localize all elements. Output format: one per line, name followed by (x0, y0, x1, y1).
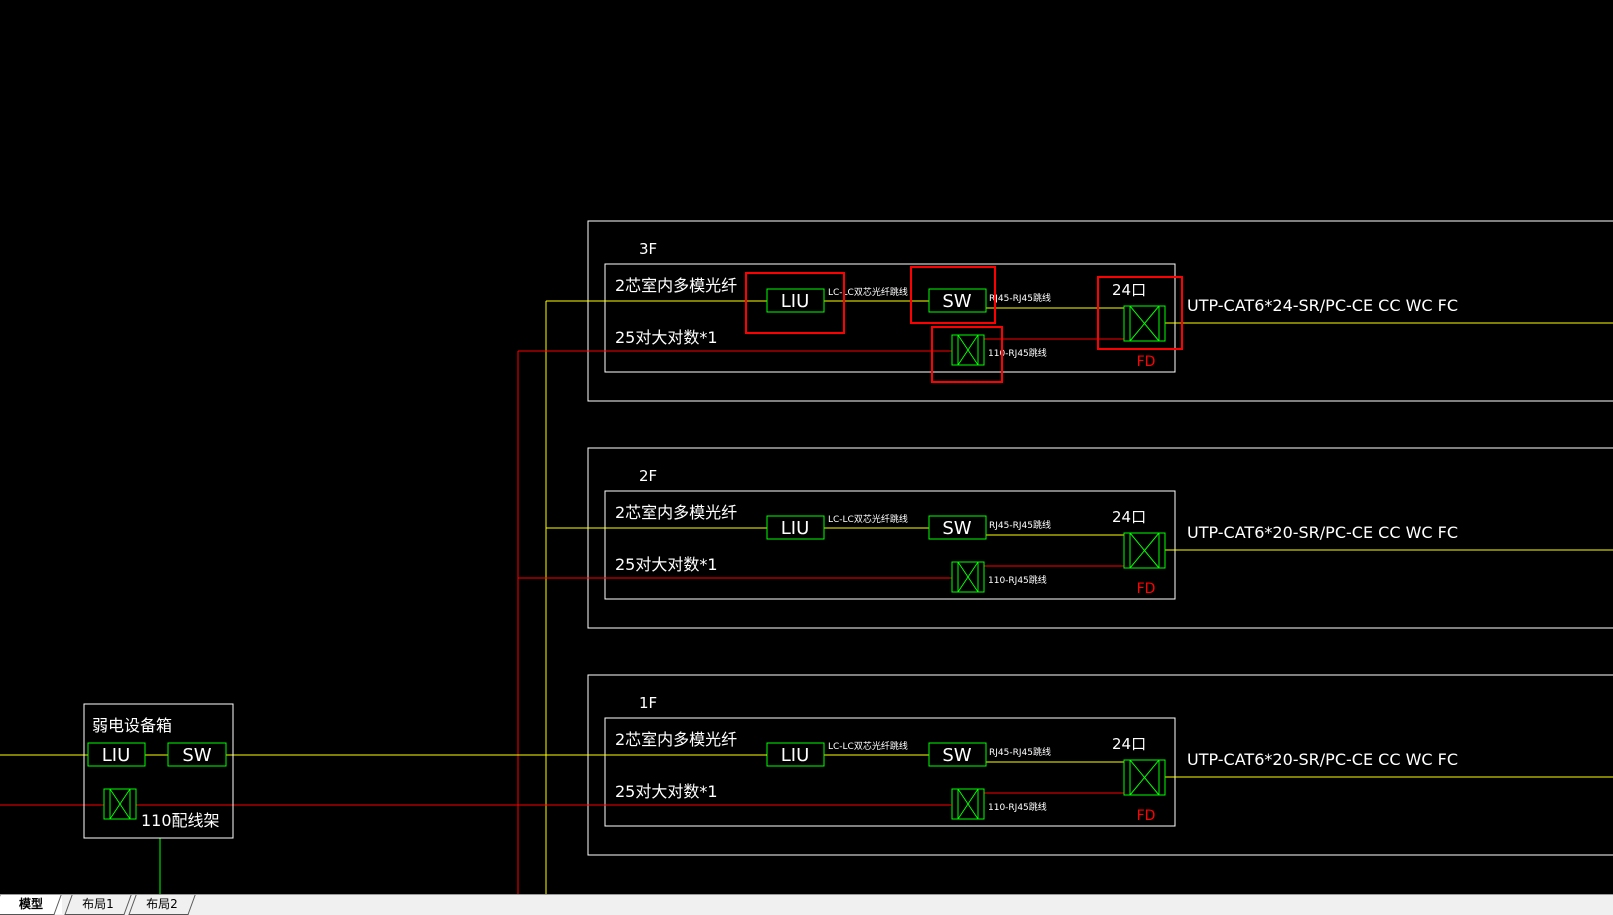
floor-inner-frame (604, 490, 1176, 600)
tab-layout1[interactable]: 布局1 (64, 895, 132, 915)
floor-1f: 1F 2芯室内多模光纤 25对大对数*1 LIU LC-LC双芯光纤跳线 SW … (518, 674, 1613, 856)
fd-label: FD (1137, 808, 1156, 824)
sw-fd-cable-label: RJ45-RJ45跳线 (989, 292, 1051, 304)
main-liu-device[interactable] (87, 742, 146, 767)
floor-name: 3F (639, 240, 657, 258)
floor-outer-frame (587, 674, 1613, 856)
patch-cable-label: 110-RJ45跳线 (988, 801, 1047, 813)
floor-outer-frame (587, 447, 1613, 629)
utp-label: UTP-CAT6*24-SR/PC-CE CC WC FC (1187, 296, 1458, 315)
floor-inner-frame (604, 717, 1176, 827)
highlight-sw (910, 266, 996, 324)
highlight-liu (745, 272, 845, 334)
main-equipment-box: 弱电设备箱 LIU SW 110配线架 (0, 703, 952, 894)
fiber-label: 2芯室内多模光纤 (615, 276, 737, 295)
floor-2f: 2F 2芯室内多模光纤 25对大对数*1 LIU LC-LC双芯光纤跳线 SW … (518, 447, 1613, 629)
main-box-frame (83, 703, 234, 839)
floor-name: 1F (639, 694, 657, 712)
pair-label: 25对大对数*1 (615, 782, 718, 801)
utp-label: UTP-CAT6*20-SR/PC-CE CC WC FC (1187, 750, 1458, 769)
patch-110-icon[interactable] (951, 334, 985, 366)
tab-label: 模型 (18, 897, 43, 911)
utp-label: UTP-CAT6*20-SR/PC-CE CC WC FC (1187, 523, 1458, 542)
floor-inner-frame (604, 263, 1176, 373)
ports-label: 24口 (1112, 735, 1146, 753)
sw-label: SW (942, 745, 971, 766)
highlight-patch (931, 326, 1003, 383)
floor-3f: 3F 2芯室内多模光纤 25对大对数*1 LIU LC-LC双芯光纤跳线 SW … (518, 220, 1613, 402)
patch-110-icon[interactable] (951, 561, 985, 593)
fd-panel-icon[interactable] (1123, 759, 1166, 796)
fiber-label: 2芯室内多模光纤 (615, 730, 737, 749)
sw-label: SW (942, 291, 971, 312)
fiber-label: 2芯室内多模光纤 (615, 503, 737, 522)
ports-label: 24口 (1112, 508, 1146, 526)
patch-110-icon[interactable] (951, 788, 985, 820)
tab-label: 布局2 (146, 897, 178, 911)
fd-label: FD (1137, 581, 1156, 597)
fd-panel-icon[interactable] (1123, 305, 1166, 342)
tab-model[interactable]: 模型 (0, 895, 62, 915)
liu-sw-cable-label: LC-LC双芯光纤跳线 (828, 286, 908, 298)
main-box-title: 弱电设备箱 (92, 716, 172, 735)
liu-sw-cable-label: LC-LC双芯光纤跳线 (828, 740, 908, 752)
sw-device[interactable] (928, 515, 987, 540)
main-liu-label: LIU (102, 745, 131, 766)
tab-label: 布局1 (82, 897, 114, 911)
sw-device[interactable] (928, 288, 987, 313)
sw-label: SW (942, 518, 971, 539)
fd-panel-icon[interactable] (1123, 532, 1166, 569)
layout-tab-bar: 模型 布局1 布局2 (0, 894, 1613, 915)
main-patch-110-icon[interactable] (103, 788, 137, 820)
fd-label: FD (1137, 354, 1156, 370)
tab-layout2[interactable]: 布局2 (128, 895, 196, 915)
liu-device[interactable] (766, 515, 825, 540)
drawing-background (0, 0, 1613, 894)
liu-device[interactable] (766, 288, 825, 313)
sw-fd-cable-label: RJ45-RJ45跳线 (989, 746, 1051, 758)
main-sw-device[interactable] (167, 742, 227, 767)
patch-cable-label: 110-RJ45跳线 (988, 574, 1047, 586)
main-sw-label: SW (182, 745, 211, 766)
sw-fd-cable-label: RJ45-RJ45跳线 (989, 519, 1051, 531)
wiring-diagram: 3F 2芯室内多模光纤 25对大对数*1 LIU LC-LC双芯光纤跳线 SW … (0, 0, 1613, 894)
patch-cable-label: 110-RJ45跳线 (988, 347, 1047, 359)
pair-label: 25对大对数*1 (615, 555, 718, 574)
sw-device[interactable] (928, 742, 987, 767)
ports-label: 24口 (1112, 281, 1146, 299)
liu-label: LIU (781, 745, 810, 766)
pair-label: 25对大对数*1 (615, 328, 718, 347)
floor-outer-frame (587, 220, 1613, 402)
liu-label: LIU (781, 291, 810, 312)
highlight-fd (1097, 276, 1183, 350)
main-frame-label: 110配线架 (141, 811, 220, 830)
liu-sw-cable-label: LC-LC双芯光纤跳线 (828, 513, 908, 525)
floor-name: 2F (639, 467, 657, 485)
liu-label: LIU (781, 518, 810, 539)
